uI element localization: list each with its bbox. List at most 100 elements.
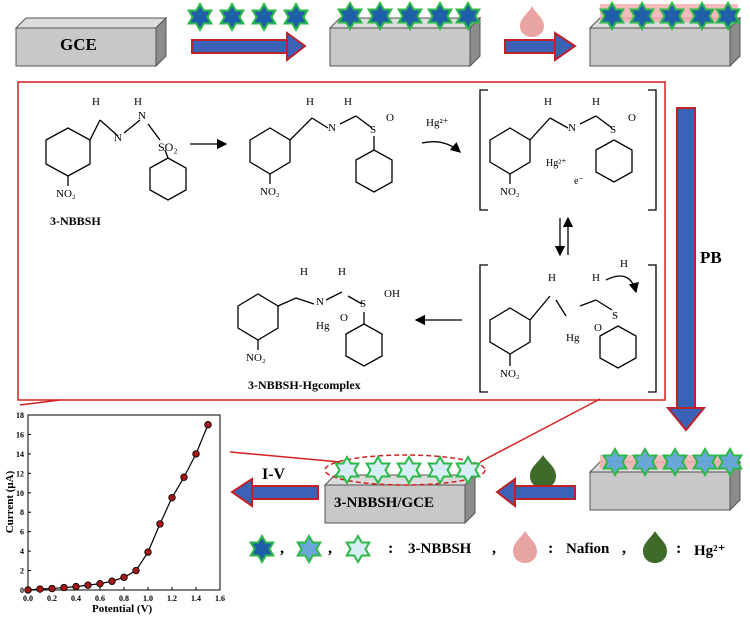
n-label-3: N [328, 122, 336, 134]
modified-electrode-label: 3-NBBSH/GCE [334, 495, 435, 511]
electron-label: e⁻ [574, 176, 584, 187]
step-arrow-1 [191, 31, 307, 63]
data-point [180, 473, 188, 481]
h-label-4: H [344, 96, 352, 108]
legend-icons [249, 531, 667, 563]
iv-label: I-V [262, 466, 286, 483]
nbbsh-star-row [187, 3, 309, 31]
legend-comma-4: , [622, 540, 626, 557]
chemical-structures [45, 89, 657, 393]
no2-label-1: NO₂ [56, 188, 76, 200]
data-point [96, 579, 104, 588]
h-label-8: H [592, 272, 600, 284]
legend-colon-3: : [676, 540, 682, 557]
iv-arrow [230, 477, 319, 508]
n-label-5: N [316, 296, 324, 308]
hg-drop-icon [530, 455, 556, 488]
no2-label-4: NO₂ [500, 368, 520, 380]
y-tick-label: 10 [16, 489, 24, 498]
s-label-3: S [612, 310, 619, 322]
hg-reagent-label: Hg²⁺ [426, 117, 449, 129]
o-label-2: O [628, 112, 636, 124]
no2-label-5: NO₂ [246, 352, 266, 364]
data-point [60, 583, 68, 592]
data-point [84, 581, 92, 589]
data-point [156, 520, 164, 528]
legend-hg-label: Hg²⁺ [694, 543, 726, 559]
gce-label: GCE [60, 35, 97, 54]
mechanism-panel [17, 81, 666, 401]
h-label-3: H [306, 96, 314, 108]
x-tick-label: 0.8 [119, 594, 129, 603]
legend-nafion-label: Nafion [566, 541, 610, 557]
oh-label: OH [384, 288, 400, 300]
data-point [192, 450, 200, 458]
data-point [36, 585, 44, 593]
legend-colon-1: : [388, 540, 394, 557]
s-label-4: S [360, 298, 367, 310]
data-point [144, 548, 152, 556]
no2-label-3: NO₂ [500, 186, 520, 198]
h-label-1: H [92, 96, 100, 108]
y-tick-label: 12 [16, 469, 24, 478]
complex-name-label: 3-NBBSH-Hgcomplex [248, 378, 361, 392]
x-tick-label: 1.0 [143, 594, 153, 603]
y-tick-label: 16 [16, 430, 24, 439]
o-label-3: O [594, 322, 602, 334]
data-point [132, 566, 140, 575]
data-point [204, 421, 212, 429]
hg-ion-label: Hg²⁺ [546, 158, 567, 169]
data-point [48, 584, 56, 593]
n-label-4: N [568, 122, 576, 134]
y-tick-label: 6 [20, 528, 24, 537]
n-label-2: N [138, 110, 146, 122]
nafion-drop-icon [520, 6, 544, 37]
h-label-9: H [620, 258, 628, 270]
so2-label: SO₂ [158, 140, 178, 154]
s-label-2: S [610, 124, 617, 136]
x-tick-label: 1.4 [191, 594, 201, 603]
x-tick-label: 1.6 [215, 594, 225, 603]
y-tick-label: 0 [20, 586, 24, 595]
no2-label-2: NO₂ [260, 186, 280, 198]
data-point [72, 582, 80, 591]
h-label-6: H [592, 96, 600, 108]
x-tick-label: 0.2 [47, 594, 57, 603]
hg-label-2: Hg [316, 320, 330, 332]
data-point [168, 493, 176, 502]
h-label-10: H [300, 266, 308, 278]
o-label-1: O [386, 112, 394, 124]
step-arrow-3 [495, 477, 576, 509]
hg-label-1: Hg [566, 332, 580, 344]
chart-ylabel: Current (μA) [4, 470, 16, 534]
y-tick-label: 2 [20, 567, 24, 576]
data-point [120, 573, 128, 582]
data-point [24, 586, 32, 594]
y-tick-label: 18 [16, 411, 24, 420]
chart-xlabel: Potential (V) [92, 603, 153, 615]
iv-curve-line [27, 424, 209, 591]
legend-ligand-label: 3-NBBSH [408, 541, 472, 557]
ligand-name-label: 3-NBBSH [50, 214, 101, 228]
x-tick-label: 0.6 [95, 594, 105, 603]
legend-colon-2: : [548, 540, 554, 557]
o-label-4: O [340, 312, 348, 324]
pb-arrow [665, 107, 707, 432]
h-label-11: H [338, 266, 346, 278]
h-label-2: H [134, 96, 142, 108]
y-tick-label: 8 [20, 508, 24, 517]
data-point [108, 577, 116, 585]
pb-label: PB [700, 248, 722, 267]
x-tick-label: 0.0 [23, 594, 33, 603]
h-label-7: H [548, 272, 556, 284]
x-tick-label: 0.4 [71, 594, 81, 603]
legend-comma-3: , [492, 540, 496, 557]
y-tick-label: 4 [20, 547, 24, 556]
step-arrow-2 [504, 31, 577, 62]
n-label-1: N [114, 132, 122, 144]
legend-comma-1: , [280, 540, 284, 557]
h-label-5: H [544, 96, 552, 108]
s-label-1: S [370, 124, 377, 136]
y-tick-label: 14 [16, 450, 24, 459]
